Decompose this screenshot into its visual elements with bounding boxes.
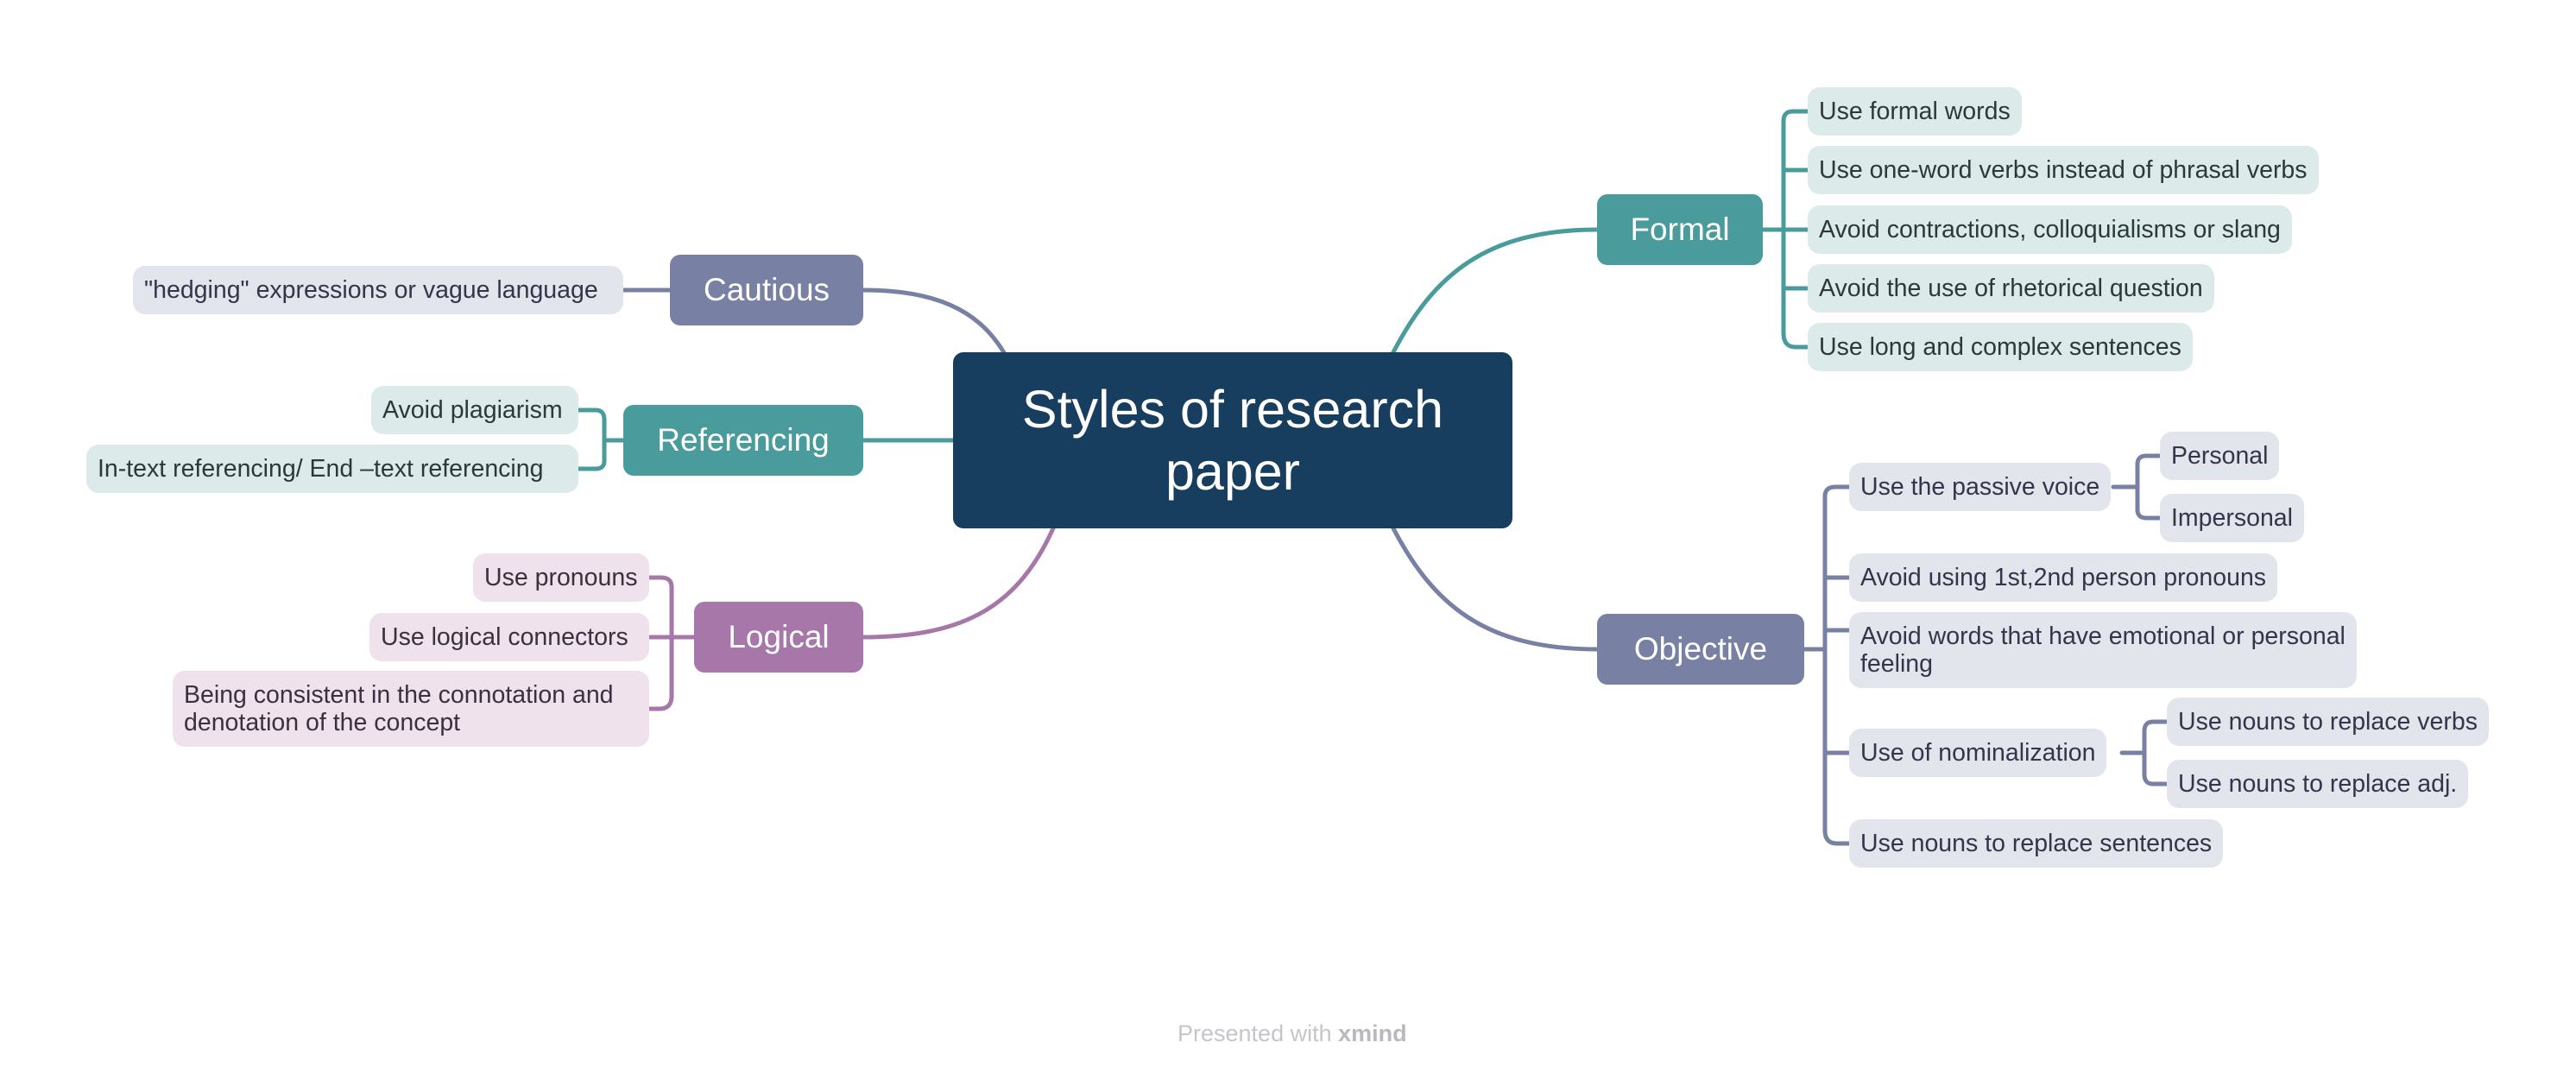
passive-sub-personal[interactable]: Personal xyxy=(2160,432,2280,480)
topic-logical[interactable]: Logical xyxy=(694,602,863,673)
topic-cautious[interactable]: Cautious xyxy=(670,255,863,325)
formal-item[interactable]: Use one-word verbs instead of phrasal ve… xyxy=(1808,146,2319,194)
formal-item[interactable]: Avoid the use of rhetorical question xyxy=(1808,264,2214,313)
objective-item-pronouns[interactable]: Avoid using 1st,2nd person pronouns xyxy=(1849,553,2278,602)
nominalization-sub-verbs[interactable]: Use nouns to replace verbs xyxy=(2167,698,2489,746)
central-topic[interactable]: Styles of research paper xyxy=(953,352,1512,528)
topic-logical-label: Logical xyxy=(728,619,830,654)
referencing-item[interactable]: Avoid plagiarism xyxy=(371,386,578,434)
nominalization-sub-label: Use nouns to replace adj. xyxy=(2178,769,2458,798)
objective-item-label-line-2: feeling xyxy=(1860,650,1933,678)
topic-objective-label: Objective xyxy=(1633,631,1768,667)
footer-prefix: Presented with xyxy=(1178,1020,1332,1046)
logical-item-label: Use logical connectors xyxy=(381,622,628,651)
formal-item-label: Avoid the use of rhetorical question xyxy=(1819,274,2203,302)
xmind-brand: xmind xyxy=(1338,1020,1407,1046)
logical-item[interactable]: Use logical connectors xyxy=(369,613,649,661)
topic-objective[interactable]: Objective xyxy=(1597,614,1804,685)
formal-item-label: Use long and complex sentences xyxy=(1819,332,2181,361)
passive-sub-label: Impersonal xyxy=(2171,503,2293,532)
objective-item-label: Use the passive voice xyxy=(1860,472,2100,501)
objective-item-emotional[interactable]: Avoid words that have emotional or perso… xyxy=(1849,612,2357,688)
objective-item-sentences[interactable]: Use nouns to replace sentences xyxy=(1849,819,2224,868)
referencing-item[interactable]: In-text referencing/ End –text referenci… xyxy=(86,445,578,493)
formal-item[interactable]: Use long and complex sentences xyxy=(1808,323,2193,371)
presented-with-footer: Presented with xmind xyxy=(1178,1020,1407,1047)
objective-item-passive[interactable]: Use the passive voice xyxy=(1849,463,2112,511)
cautious-item-label: "hedging" expressions or vague language xyxy=(144,275,598,304)
connector-objective xyxy=(1391,526,1600,652)
formal-item-label: Use one-word verbs instead of phrasal ve… xyxy=(1819,155,2308,184)
formal-item[interactable]: Avoid contractions, colloquialisms or sl… xyxy=(1808,205,2292,254)
passive-sub-label: Personal xyxy=(2171,441,2269,470)
central-topic-line-1: Styles of research xyxy=(1021,380,1444,439)
passive-sub-impersonal[interactable]: Impersonal xyxy=(2160,494,2304,542)
topic-cautious-label: Cautious xyxy=(703,272,830,307)
central-topic-line-2: paper xyxy=(1165,442,1300,501)
topic-referencing[interactable]: Referencing xyxy=(623,405,863,476)
logical-item[interactable]: Use pronouns xyxy=(473,553,649,602)
formal-item[interactable]: Use formal words xyxy=(1808,87,2022,136)
objective-item-nominalization[interactable]: Use of nominalization xyxy=(1849,729,2107,777)
formal-item-label: Use formal words xyxy=(1819,97,2011,125)
connector-cautious xyxy=(861,287,1007,357)
logical-item-label-line-1: Being consistent in the connotation and xyxy=(184,681,614,709)
objective-item-label: Use of nominalization xyxy=(1860,738,2096,767)
formal-item-label: Avoid contractions, colloquialisms or sl… xyxy=(1819,215,2281,243)
objective-item-label: Avoid using 1st,2nd person pronouns xyxy=(1860,563,2267,591)
topic-formal[interactable]: Formal xyxy=(1597,194,1763,265)
referencing-item-label: Avoid plagiarism xyxy=(382,395,563,424)
cautious-item[interactable]: "hedging" expressions or vague language xyxy=(133,266,623,314)
topic-referencing-label: Referencing xyxy=(657,422,830,458)
topic-formal-label: Formal xyxy=(1630,212,1730,247)
nominalization-sub-adj[interactable]: Use nouns to replace adj. xyxy=(2167,760,2469,808)
objective-item-label-line-1: Avoid words that have emotional or perso… xyxy=(1860,622,2346,650)
logical-item-label: Use pronouns xyxy=(484,563,638,591)
objective-item-label: Use nouns to replace sentences xyxy=(1860,829,2213,857)
logical-item[interactable]: Being consistent in the connotation and … xyxy=(173,671,649,747)
connector-formal xyxy=(1391,227,1600,355)
connector-logical xyxy=(861,526,1056,640)
referencing-item-label: In-text referencing/ End –text referenci… xyxy=(98,454,544,483)
logical-item-label-line-2: denotation of the concept xyxy=(184,709,461,736)
nominalization-sub-label: Use nouns to replace verbs xyxy=(2178,707,2478,736)
